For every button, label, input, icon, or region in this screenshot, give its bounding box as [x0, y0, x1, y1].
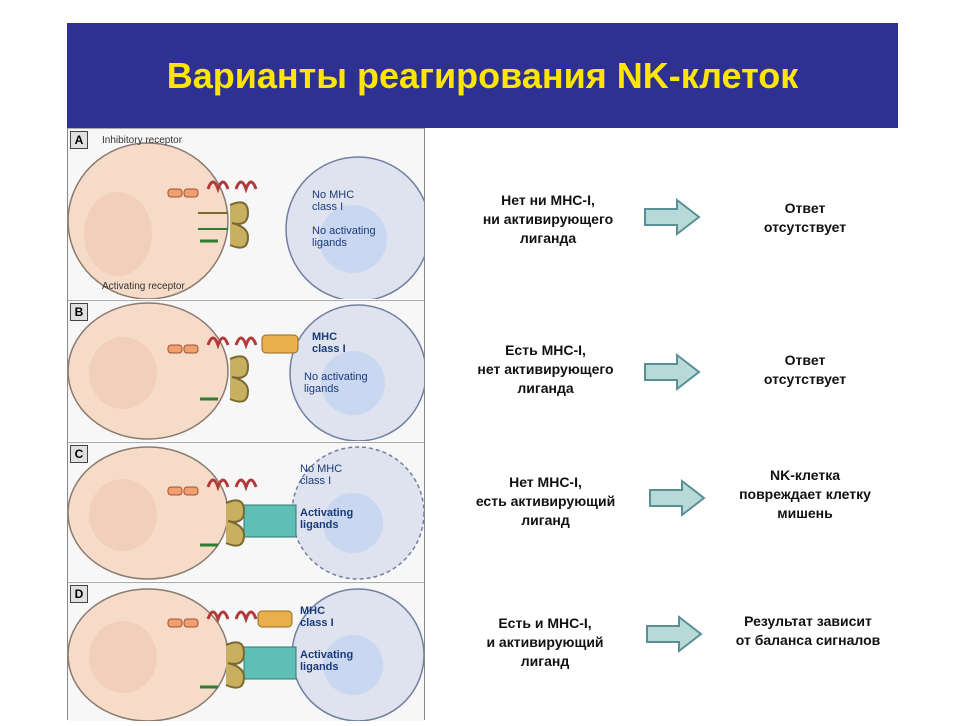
- panel-a-letter: A: [70, 131, 88, 149]
- arrow-c-icon: [649, 478, 706, 518]
- condition-a: Нет ни МНС-I, ни активирующего лиганда: [482, 192, 614, 246]
- result-a: Ответ отсутствует: [763, 200, 847, 235]
- panel-a: A Inhibitory receptor Activating recepto…: [67, 128, 431, 302]
- panel-a-target-label-2: No activating ligands: [312, 225, 376, 249]
- result-d: Результат зависит от баланса сигналов: [735, 613, 881, 648]
- panel-b: B MHC class I No activating ligands: [67, 300, 427, 442]
- panel-a-illustration: [67, 142, 431, 302]
- panel-b-letter: B: [70, 303, 88, 321]
- panel-c-target-label-1: No MHC class I: [300, 463, 343, 487]
- panel-c: C No MHC class I Activating ligands: [67, 442, 425, 581]
- result-c: NK-клетка повреждает клетку мишень: [739, 467, 871, 521]
- panel-c-target-label-2: Activating ligands: [300, 507, 354, 531]
- arrow-b-icon: [644, 352, 701, 392]
- panel-d-letter: D: [70, 585, 88, 603]
- condition-c: Нет МНС-I, есть активирующий лиганд: [475, 474, 616, 528]
- panel-c-letter: C: [70, 445, 88, 463]
- result-b: Ответ отсутствует: [763, 352, 847, 387]
- panel-b-illustration: [67, 302, 427, 442]
- condition-b: Есть МНС-I, нет активирующего лиганда: [477, 342, 614, 396]
- panel-d-target-label-2: Activating ligands: [300, 649, 354, 673]
- panel-c-illustration: [67, 446, 425, 580]
- panel-b-target-label-2: No activating ligands: [304, 371, 368, 395]
- page-title: Варианты реагирования NK-клеток: [166, 54, 799, 96]
- panel-b-target-label-1: MHC class I: [312, 331, 346, 355]
- figure: A Inhibitory receptor Activating recepto…: [67, 128, 431, 722]
- panel-a-target-label-1: No MHC class I: [312, 189, 355, 213]
- panel-d: D MHC class I Activating ligands: [67, 582, 425, 722]
- inhibitory-receptor-label: Inhibitory receptor: [102, 135, 183, 146]
- arrow-a-icon: [644, 197, 701, 237]
- arrow-d-icon: [646, 614, 703, 654]
- panel-d-target-label-1: MHC class I: [300, 605, 334, 629]
- title-bar: Варианты реагирования NK-клеток: [67, 23, 898, 128]
- panel-d-illustration: [67, 588, 425, 722]
- activating-receptor-label: Activating receptor: [102, 281, 185, 292]
- condition-d: Есть и МНС-I, и активирующий лиганд: [486, 615, 604, 669]
